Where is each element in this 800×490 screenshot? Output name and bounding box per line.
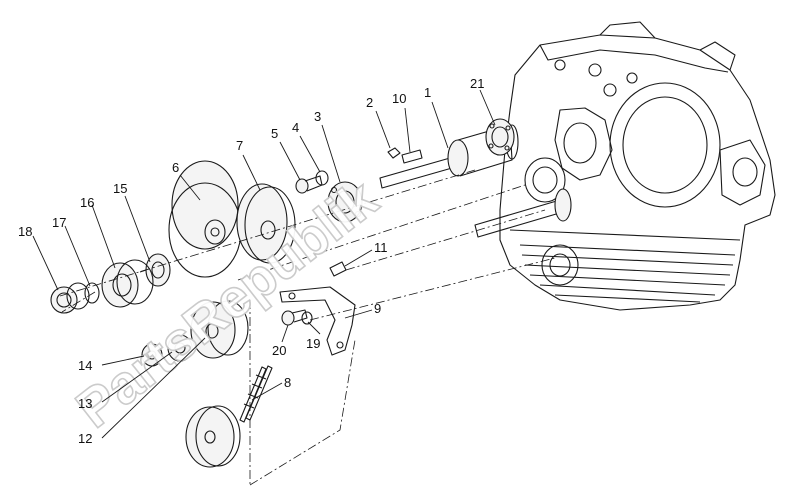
callout-2: 2 xyxy=(366,95,373,110)
pin-10-part xyxy=(401,149,423,164)
callout-5: 5 xyxy=(271,126,278,141)
bolt-5-part xyxy=(295,175,323,194)
key-2-part xyxy=(387,147,401,159)
crankcase-housing xyxy=(499,21,776,311)
callout-15: 15 xyxy=(113,181,127,196)
key-11-part xyxy=(329,261,347,277)
chain-8-part xyxy=(239,365,273,423)
bushing-18-part xyxy=(50,282,90,314)
callout-10: 10 xyxy=(392,91,406,106)
callout-17: 17 xyxy=(52,215,66,230)
callout-14: 14 xyxy=(78,358,92,373)
leader-lines xyxy=(32,89,496,439)
gear-7-part xyxy=(236,183,296,264)
callout-19: 19 xyxy=(306,336,320,351)
callout-3: 3 xyxy=(314,109,321,124)
callout-18: 18 xyxy=(18,224,32,239)
bearing-21-part xyxy=(485,118,515,156)
callout-9: 9 xyxy=(374,301,381,316)
callout-20: 20 xyxy=(272,343,286,358)
crankshaft-part xyxy=(474,188,572,238)
bearing-16-part xyxy=(101,259,154,308)
assembly-axis-lines xyxy=(59,169,556,486)
camshaft-part xyxy=(379,124,519,189)
callout-11: 11 xyxy=(374,240,388,255)
circlip-17-part xyxy=(84,282,100,304)
flange-3-part xyxy=(327,181,363,223)
callout-1: 1 xyxy=(424,85,431,100)
callout-6: 6 xyxy=(172,160,179,175)
washer-19-part xyxy=(301,311,313,325)
callout-4: 4 xyxy=(292,120,299,135)
callout-8: 8 xyxy=(284,375,291,390)
callout-12: 12 xyxy=(78,431,92,446)
callout-21: 21 xyxy=(470,76,484,91)
sprocket-part xyxy=(185,405,241,468)
callout-7: 7 xyxy=(236,138,243,153)
callout-16: 16 xyxy=(80,195,94,210)
tensioner-9-part xyxy=(279,286,356,356)
washer-13-part xyxy=(167,334,193,362)
callout-13: 13 xyxy=(78,396,92,411)
callout-labels: 1 2 3 4 5 6 7 8 9 10 11 12 13 14 15 16 1… xyxy=(18,76,484,446)
gear-12-part xyxy=(190,300,249,359)
